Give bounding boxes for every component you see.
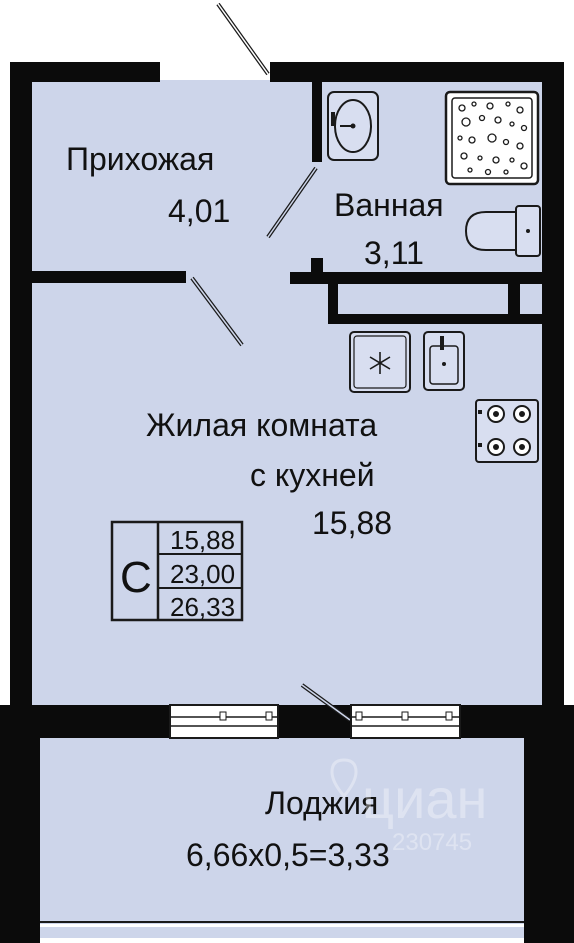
walls — [0, 62, 574, 943]
window-icon — [169, 704, 279, 739]
window-icon — [350, 704, 461, 739]
kitchen-sink-icon — [423, 331, 465, 391]
living-name-line2: с кухней — [250, 457, 375, 493]
living-area: 15,88 — [312, 505, 392, 541]
fridge-icon — [349, 331, 411, 393]
loggia-name: Лоджия — [265, 785, 378, 821]
loggia-formula: 6,66х0,5=3,33 — [186, 837, 390, 873]
living-area-value: 15,88 — [170, 525, 235, 555]
total-area-value: 23,00 — [170, 559, 235, 589]
sink-icon — [327, 91, 379, 161]
apartment-type-letter: С — [120, 553, 152, 602]
toilet-icon — [464, 205, 541, 257]
bathroom-name: Ванная — [334, 187, 444, 223]
total-with-loggia-value: 26,33 — [170, 592, 235, 622]
living-name-line1: Жилая комната — [146, 407, 377, 443]
bathroom-area: 3,11 — [364, 235, 424, 271]
floor-loggia — [40, 738, 524, 938]
loggia-glazing — [40, 924, 524, 927]
watermark-brand: циан — [362, 767, 487, 830]
area-summary-box — [110, 520, 244, 622]
watermark-code: 230745 — [392, 829, 472, 856]
hallway-area: 4,01 — [168, 193, 230, 229]
shower-tray-icon — [444, 90, 540, 186]
hallway-name: Прихожая — [66, 141, 214, 177]
location-pin-icon — [330, 758, 358, 799]
stove-icon — [475, 399, 539, 463]
watermark: циан 230745 — [330, 758, 487, 856]
